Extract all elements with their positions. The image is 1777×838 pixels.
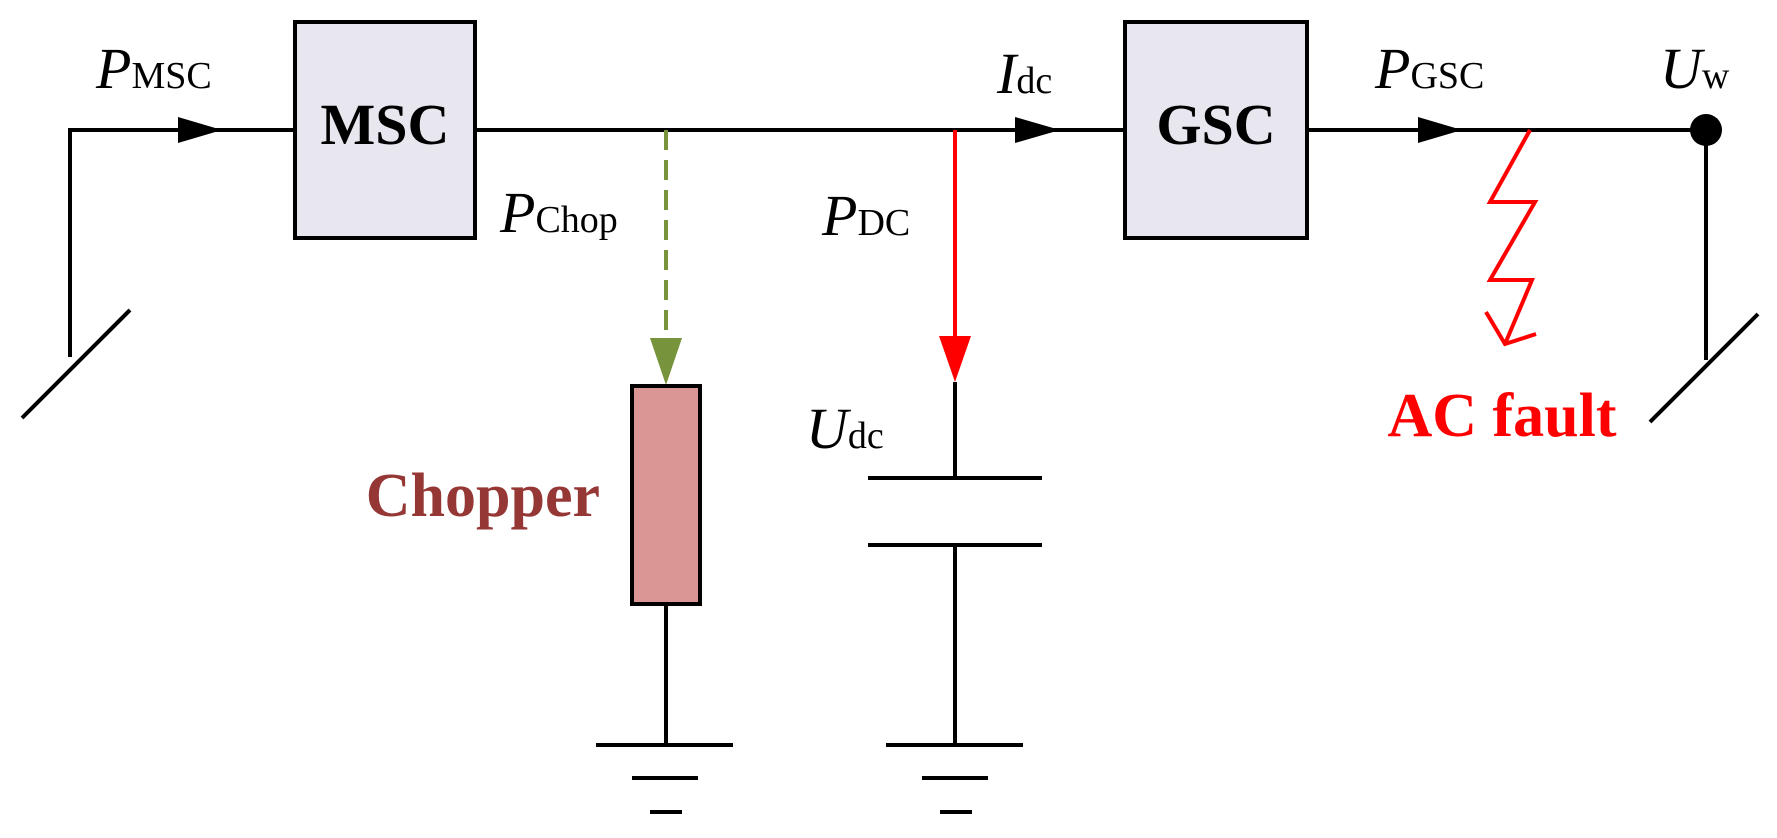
label-p-chop: PChop xyxy=(499,180,618,245)
gsc-block-label: GSC xyxy=(1156,92,1275,157)
label-u-dc: Udc xyxy=(806,396,884,461)
ac-fault-lightning-tip xyxy=(1484,310,1537,347)
label-p-gsc: PGSC xyxy=(1374,36,1484,101)
left-generator-bus xyxy=(20,128,295,420)
label-u-w: Uw xyxy=(1660,36,1730,101)
label-p-msc: PMSC xyxy=(95,36,212,101)
dc-flow-arrow xyxy=(939,336,971,382)
chopper-flow-arrow xyxy=(650,338,682,385)
i-dc-flow-arrow xyxy=(1015,117,1060,143)
chopper-resistor xyxy=(630,384,702,606)
gsc-block xyxy=(1123,20,1309,240)
capacitor-ground-symbol xyxy=(886,743,1023,814)
ac-fault-lightning-icon xyxy=(1486,129,1539,345)
ac-fault-label: AC fault xyxy=(1387,382,1616,450)
chopper-ground-symbol xyxy=(596,743,733,814)
msc-block xyxy=(293,20,477,240)
label-i-dc: Idc xyxy=(996,41,1052,106)
p-msc-flow-arrow xyxy=(178,117,222,143)
label-p-dc: PDC xyxy=(821,183,910,248)
msc-block-label: MSC xyxy=(321,92,450,157)
right-grid-bus xyxy=(1648,130,1760,424)
p-gsc-flow-arrow xyxy=(1418,117,1462,143)
chopper-label: Chopper xyxy=(366,462,600,530)
